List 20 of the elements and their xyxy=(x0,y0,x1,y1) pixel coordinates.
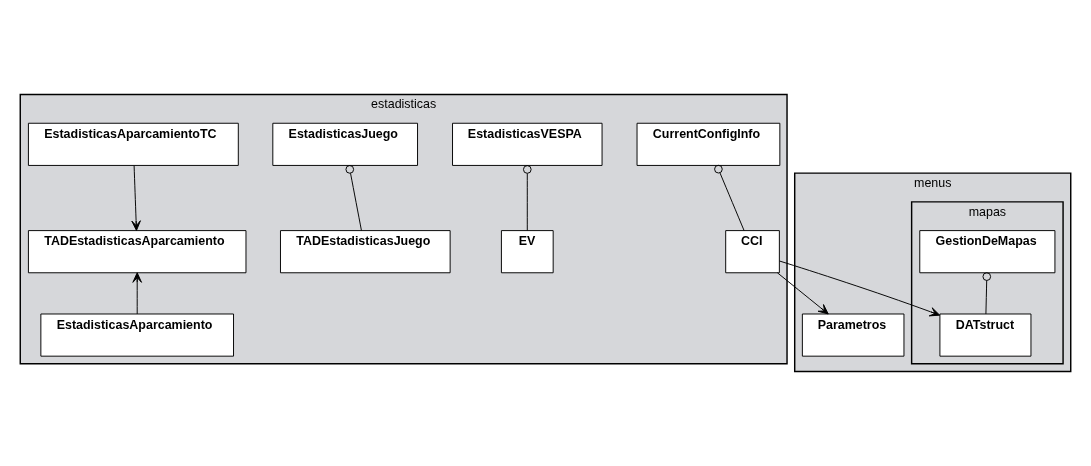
node-box: DATstruct xyxy=(939,313,1032,357)
arrow xyxy=(131,165,141,231)
arrow xyxy=(776,272,829,315)
arrow xyxy=(779,260,941,317)
connector xyxy=(523,165,532,231)
node-box: GestionDeMapas xyxy=(919,230,1056,274)
node-box: CurrentConfigInfo xyxy=(636,122,781,166)
node-box: CCI xyxy=(725,230,780,274)
node-box: EstadisticasJuego xyxy=(272,122,419,166)
connector xyxy=(982,272,992,315)
arrow xyxy=(132,272,142,315)
node-box: EV xyxy=(500,230,554,274)
connector xyxy=(714,164,745,231)
node-box: TADEstadisticasAparcamiento xyxy=(27,230,247,274)
node-box: EstadisticasAparcamientoTC xyxy=(27,122,239,166)
node-box: EstadisticasVESPA xyxy=(452,122,603,166)
connector xyxy=(345,165,362,231)
node-box: Parametros xyxy=(801,313,905,357)
node-box: EstadisticasAparcamiento xyxy=(40,313,234,357)
node-box: TADEstadisticasJuego xyxy=(280,230,451,274)
